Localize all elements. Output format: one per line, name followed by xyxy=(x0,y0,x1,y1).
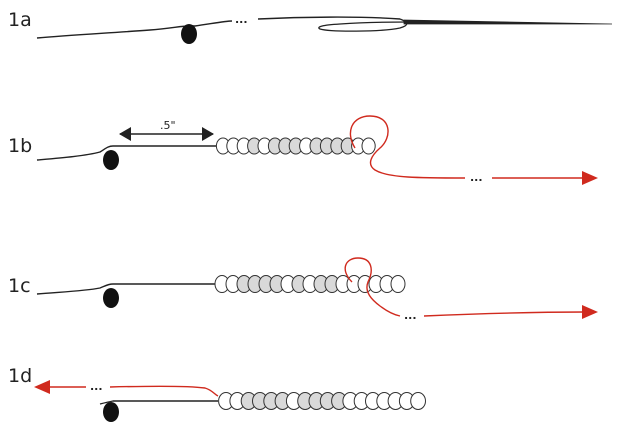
ellipsis-1d: ... xyxy=(90,380,103,393)
step-1c: 1c ... xyxy=(8,257,598,322)
thread-1b xyxy=(36,145,218,161)
step-label-1a: 1a xyxy=(8,9,32,31)
bead-1c-17 xyxy=(390,275,406,293)
needle-1a xyxy=(403,19,613,25)
bead-1d-18 xyxy=(410,392,427,410)
arrowhead-1c-icon xyxy=(582,305,598,319)
stopper-bead-1a xyxy=(181,24,197,44)
thread-1a-left xyxy=(36,20,233,39)
measurement-arrow-right-icon xyxy=(202,127,214,141)
thread-1a-loop xyxy=(318,18,409,32)
measurement-arrow-left-icon xyxy=(119,127,131,141)
step-label-1b: 1b xyxy=(8,135,32,157)
step-1a: 1a ... xyxy=(8,9,613,44)
working-thread-1c-end xyxy=(423,311,586,317)
thread-1a-mid xyxy=(257,16,401,20)
bead-1b-15 xyxy=(361,137,376,155)
thread-1d xyxy=(99,400,218,405)
stopper-bead-1d xyxy=(103,402,119,422)
step-1d: 1d ... xyxy=(8,365,427,422)
ellipsis-1a: ... xyxy=(235,13,248,26)
step-label-1c: 1c xyxy=(8,275,31,297)
thread-1c xyxy=(36,283,218,295)
working-thread-1c xyxy=(344,257,401,317)
working-thread-1d xyxy=(109,385,219,397)
arrowhead-1d-icon xyxy=(34,380,50,394)
stopper-bead-1c xyxy=(103,288,119,308)
ellipsis-1b: ... xyxy=(470,171,483,184)
measurement-label: .5" xyxy=(160,119,176,132)
bead-strand-1d xyxy=(218,392,427,410)
bead-strand-1c xyxy=(214,275,406,293)
ellipsis-1c: ... xyxy=(404,309,417,322)
stopper-bead-1b xyxy=(103,150,119,170)
step-label-1d: 1d xyxy=(8,365,32,387)
arrowhead-1b-icon xyxy=(582,171,598,185)
step-1b: 1b .5" ... xyxy=(8,115,598,185)
bead-strand-1b xyxy=(215,137,376,155)
working-thread-1b xyxy=(349,115,466,179)
